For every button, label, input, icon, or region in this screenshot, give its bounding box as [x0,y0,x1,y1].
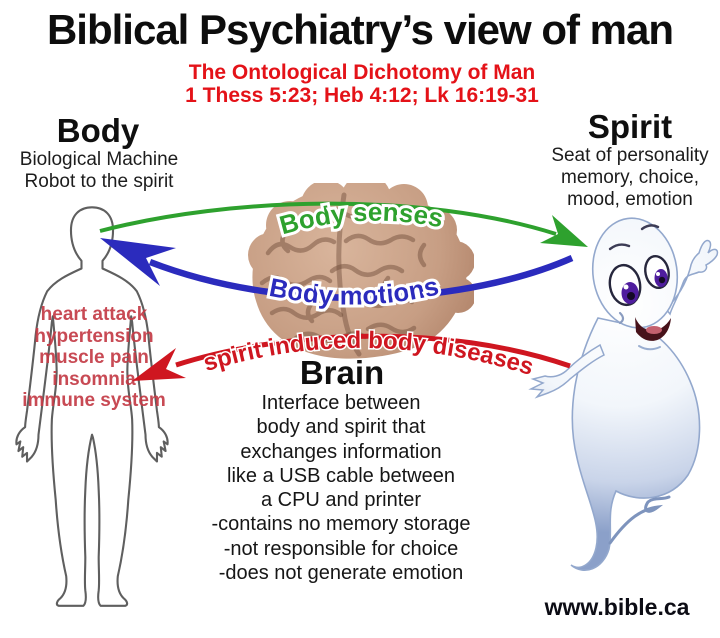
brain-description-line: Interface between [261,392,421,414]
disease-item: muscle pain [39,347,149,368]
brain-heading: Brain [299,354,385,391]
body-description-line: Biological Machine [19,149,179,170]
spirit-description-line: mood, emotion [567,189,693,210]
disease-item: immune system [22,390,166,411]
disease-item: hypertension [34,325,154,347]
brain-description: Interface between body and spirit that e… [211,391,470,585]
disease-item: heart attack [40,304,148,325]
disease-list: heart attack hypertension muscle pain in… [22,304,166,412]
body-heading: Body [56,112,140,149]
spirit-ghost-icon [528,217,719,571]
subtitle-line-1: The Ontological Dichotomy of Man [188,61,536,84]
brain-image [248,183,474,359]
ghost-face [608,224,671,351]
brain-description-line: -not responsible for choice [223,537,459,560]
ghost-tail-wisp [608,495,671,545]
spirit-description-line: memory, choice, [561,167,699,188]
brain-blob [248,183,474,359]
brain-description-line: -contains no memory storage [211,513,471,536]
brain-description-line: body and spirit that [256,416,426,439]
page-title: Biblical Psychiatry’s view of man [46,6,674,53]
body-description-line: Robot to the spirit [24,171,174,192]
website-url: www.bible.ca [544,594,690,620]
ghost-right-arm [664,239,719,316]
spirit-description: Seat of personality memory, choice, mood… [551,145,708,211]
spirit-heading: Spirit [587,108,673,145]
brain-description-line: a CPU and printer [260,489,422,512]
disease-item: insomnia [52,368,136,390]
ontological-subtitle: The Ontological Dichotomy of Man 1 Thess… [122,61,602,107]
brain-description-line: exchanges information [240,440,442,463]
subtitle-line-2: 1 Thess 5:23; Heb 4:12; Lk 16:19-31 [185,84,539,107]
brain-description-line: like a USB cable between [227,464,455,487]
body-description: Biological Machine Robot to the spirit [20,149,178,193]
human-body-outline-icon [15,206,169,607]
ghost-body [570,317,701,571]
spirit-description-line: Seat of personality [551,145,709,166]
brain-description-line: -does not generate emotion [218,562,464,585]
